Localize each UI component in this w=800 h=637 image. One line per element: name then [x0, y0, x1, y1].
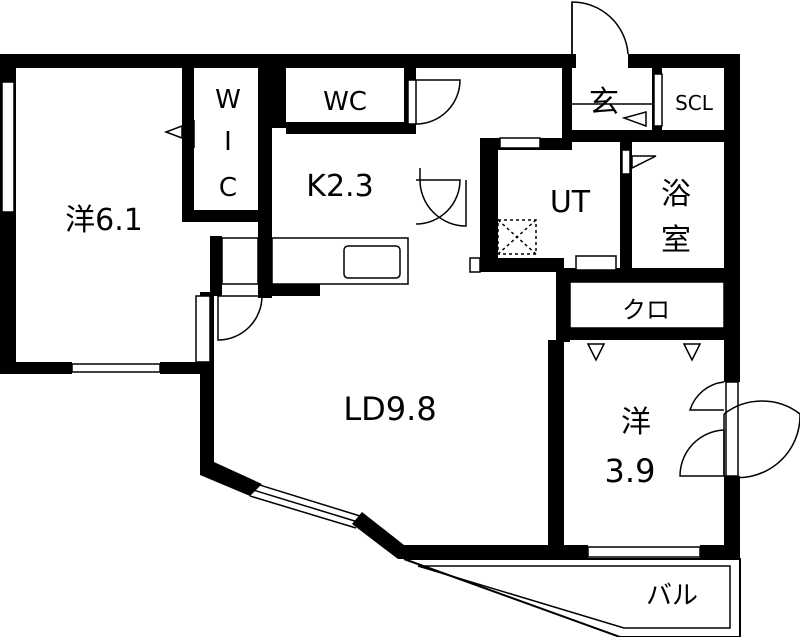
- label-shoe-closet: SCL: [675, 91, 714, 115]
- diagonal-window: [249, 481, 361, 529]
- label-western-room-1: 洋6.1: [65, 203, 143, 238]
- label-wic-c: C: [219, 173, 237, 203]
- door-markers: [163, 73, 702, 363]
- label-western-room-2a: 洋: [621, 405, 651, 440]
- diagonal-wall-2: [352, 512, 404, 559]
- label-western-room-2b: 3.9: [605, 452, 656, 490]
- doors: [217, 1, 800, 479]
- outer-walls: [0, 54, 740, 560]
- label-bath-2: 室: [661, 223, 691, 258]
- label-closet: クロ: [622, 296, 670, 324]
- label-bath-1: 浴: [661, 177, 691, 212]
- windows: [1, 81, 739, 558]
- label-balcony: バル: [646, 581, 698, 611]
- label-living-dining: LD9.8: [343, 390, 436, 428]
- label-wic-w: W: [215, 85, 241, 115]
- label-utility: UT: [550, 185, 591, 220]
- label-kitchen: K2.3: [306, 169, 373, 204]
- fixtures: [193, 103, 725, 329]
- label-entrance: 玄: [589, 85, 619, 120]
- interior-walls: [182, 68, 724, 550]
- label-wic-i: I: [224, 127, 232, 157]
- balcony: [403, 558, 741, 637]
- label-wc: WC: [323, 87, 367, 117]
- diagonal-wall: [200, 462, 262, 496]
